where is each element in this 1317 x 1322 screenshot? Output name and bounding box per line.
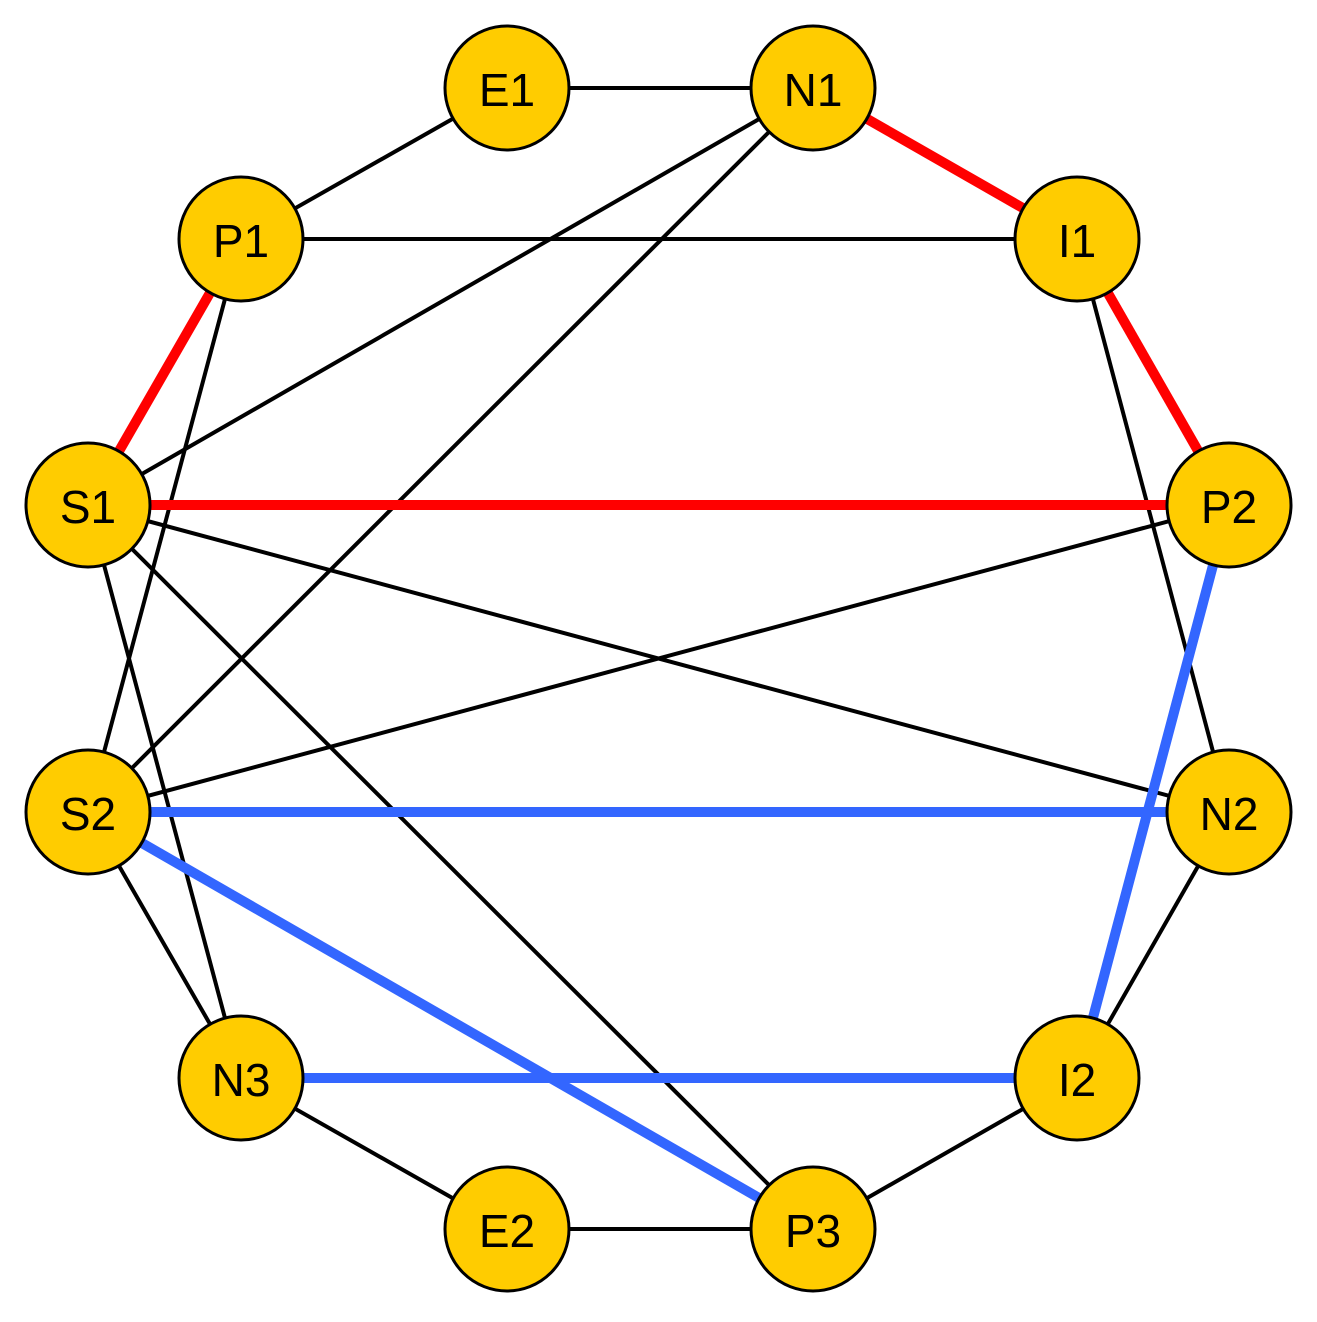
node-label: P3 — [785, 1205, 841, 1257]
node-circle — [749, 24, 877, 152]
node-circle — [1013, 1014, 1141, 1142]
node-label: S2 — [60, 788, 116, 840]
node-label: N1 — [784, 64, 843, 116]
edge-n1-s1 — [87, 86, 814, 507]
node-p1: P1 — [177, 175, 305, 303]
node-label: S1 — [60, 481, 116, 533]
node-circle — [24, 441, 152, 569]
node-s1: S1 — [24, 441, 152, 569]
node-label: E2 — [479, 1205, 535, 1257]
node-p2: P2 — [1165, 441, 1293, 569]
node-label: E1 — [479, 64, 535, 116]
node-n1: N1 — [749, 24, 877, 152]
node-circle — [24, 748, 152, 876]
node-n2: N2 — [1165, 748, 1293, 876]
node-label: P2 — [1201, 481, 1257, 533]
edge-s2-p3 — [85, 807, 816, 1234]
node-circle — [443, 24, 571, 152]
node-s2: S2 — [24, 748, 152, 876]
node-circle — [177, 175, 305, 303]
node-label: N2 — [1200, 788, 1259, 840]
node-circle — [177, 1014, 305, 1142]
node-label: I1 — [1058, 215, 1096, 267]
edge-s2-p2 — [87, 503, 1230, 814]
edge-p2-i2 — [1072, 503, 1234, 1080]
node-circle — [443, 1165, 571, 1293]
edge-s1-p3 — [86, 503, 815, 1231]
edge-n1-s2 — [86, 86, 815, 814]
node-label: P1 — [213, 215, 269, 267]
node-circle — [1165, 748, 1293, 876]
node-circle — [749, 1165, 877, 1293]
node-circle — [1165, 441, 1293, 569]
node-n3: N3 — [177, 1014, 305, 1142]
node-e2: E2 — [443, 1165, 571, 1293]
node-i1: I1 — [1013, 175, 1141, 303]
node-label: N3 — [212, 1054, 271, 1106]
node-label: I2 — [1058, 1054, 1096, 1106]
node-e1: E1 — [443, 24, 571, 152]
node-circle — [1013, 175, 1141, 303]
node-p3: P3 — [749, 1165, 877, 1293]
node-i2: I2 — [1013, 1014, 1141, 1142]
